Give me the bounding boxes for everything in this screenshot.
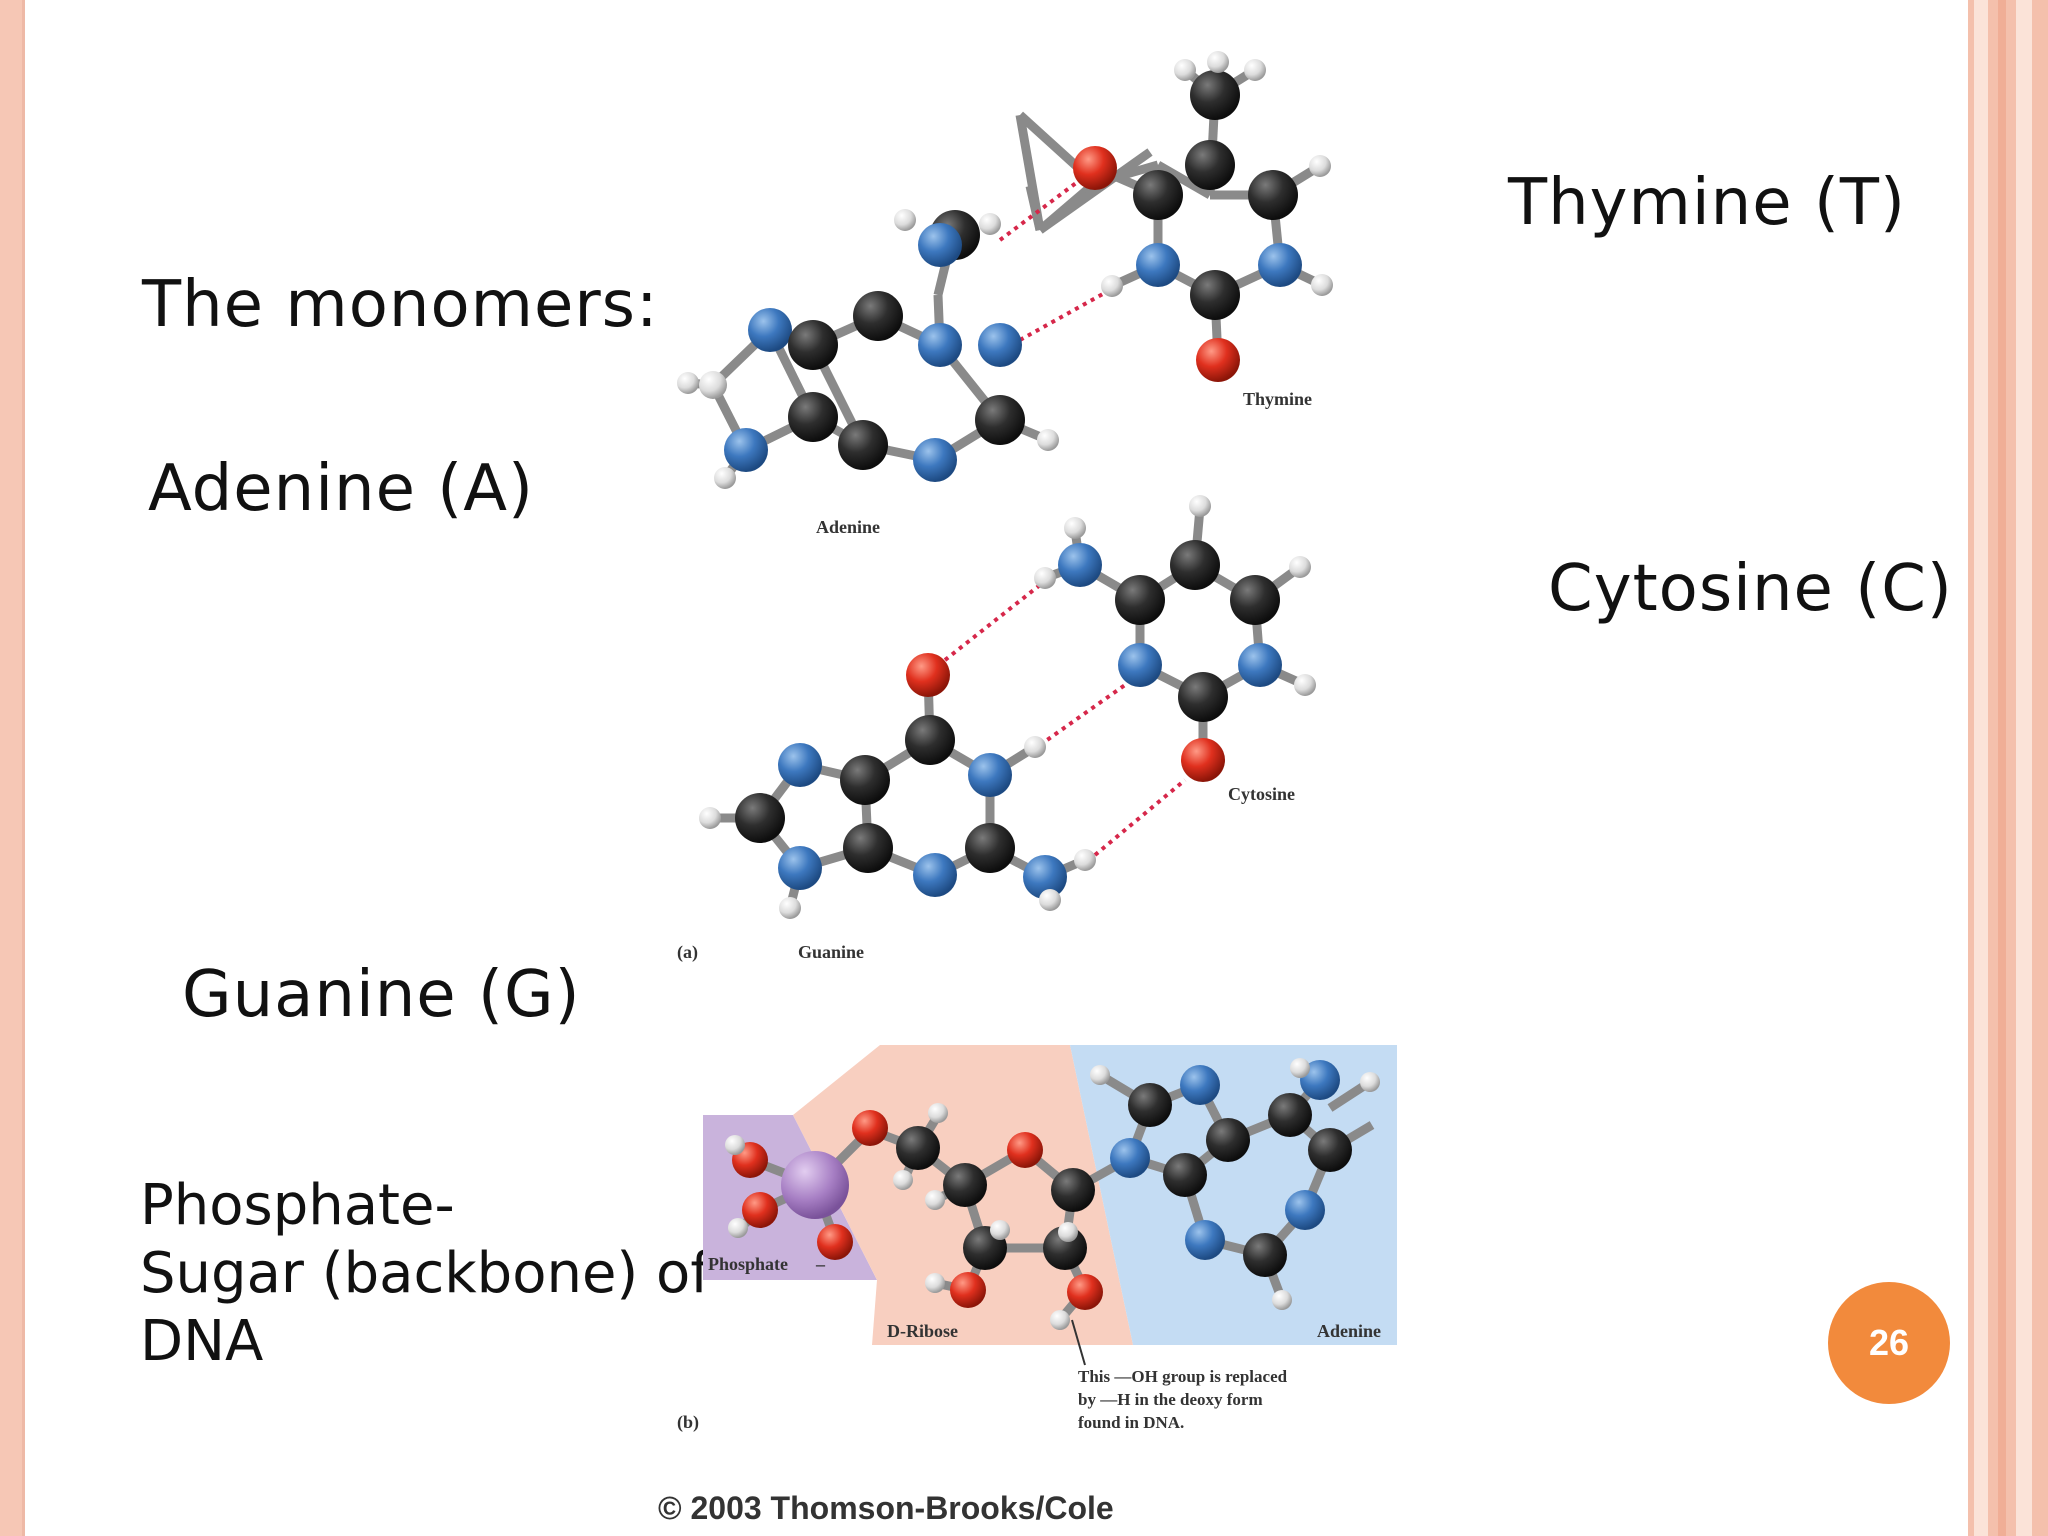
slide-heading: The monomers:: [142, 268, 659, 342]
adenine-label: Adenine (A): [148, 452, 534, 526]
cytosine-label: Cytosine (C): [1548, 552, 1953, 626]
guanine-label: Guanine (G): [182, 958, 581, 1032]
figure-panel-a: (a): [677, 942, 698, 963]
figure-panel-b: (b): [677, 1412, 699, 1433]
adenine-thymine-hbonds: [998, 178, 1111, 342]
border-stripe: [1998, 0, 2006, 1536]
guanine-cytosine-hbonds: [943, 583, 1187, 857]
slide-border-left: [0, 0, 25, 1536]
figure-phosphate-caption: Phosphate: [708, 1254, 788, 1274]
figure-phosphate-charge: –: [815, 1254, 826, 1274]
adenine-thymine-atoms: [677, 51, 1333, 489]
thymine-label: Thymine (T): [1508, 166, 1906, 240]
figure-adenine-nucleotide-caption: Adenine: [1317, 1321, 1381, 1341]
backbone-label-line: Phosphate-: [140, 1173, 455, 1238]
note-pointer: [1071, 1319, 1086, 1366]
figure-thymine-caption: Thymine: [1243, 389, 1312, 409]
backbone-label-line: DNA: [140, 1309, 264, 1374]
figure-note-line: This —OH group is replaced: [1078, 1367, 1288, 1386]
backbone-label: Phosphate- Sugar (backbone) of DNA: [140, 1172, 710, 1376]
figure-note-line: found in DNA.: [1078, 1413, 1184, 1432]
border-stripe: [2016, 0, 2032, 1536]
copyright-text: © 2003 Thomson-Brooks/Cole: [658, 1490, 1114, 1526]
figure-ribose-caption: D-Ribose: [887, 1321, 958, 1341]
guanine-cytosine-atoms: [699, 495, 1316, 919]
slide-border-right: [1968, 0, 2048, 1536]
figure-cytosine-caption: Cytosine: [1228, 784, 1295, 804]
figure-guanine-caption: Guanine: [798, 942, 864, 962]
figure-adenine-caption: Adenine: [816, 517, 880, 537]
border-stripe: [1974, 0, 1988, 1536]
nucleotide-atoms: [725, 1058, 1380, 1330]
backbone-label-line: Sugar (backbone) of: [140, 1241, 711, 1306]
figure-note-line: by —H in the deoxy form: [1078, 1390, 1263, 1409]
page-number-badge: 26: [1828, 1282, 1950, 1404]
